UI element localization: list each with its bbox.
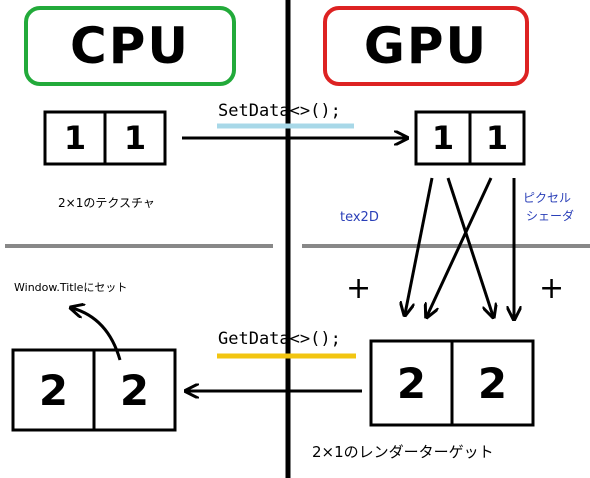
cpu-texture-box xyxy=(43,110,167,166)
gpu-texture-box xyxy=(414,110,526,166)
gpu-header: GPU xyxy=(323,6,529,86)
plus-left: + xyxy=(346,271,372,306)
render-target-box xyxy=(369,339,535,427)
window-title-arrow xyxy=(72,308,122,361)
cpu-header: CPU xyxy=(24,6,236,86)
pixel-shader-label-line-1: ピクセル xyxy=(523,191,572,205)
plus-right: + xyxy=(539,271,565,306)
gpu-header-label: GPU xyxy=(363,17,489,75)
render-target-cell-2: 2 xyxy=(477,358,508,408)
cpu-texture-cell-2: 1 xyxy=(123,119,147,157)
cpu-result-cell-2: 2 xyxy=(119,365,150,415)
sample-arrow-2 xyxy=(446,177,493,316)
set-data-label: SetData<>(); xyxy=(218,101,341,121)
gpu-texture-cell-2: 1 xyxy=(485,119,509,157)
sample-arrow-1 xyxy=(405,177,434,314)
cpu-texture-cell-1: 1 xyxy=(63,119,87,157)
cpu-result-cell-1: 2 xyxy=(38,365,69,415)
window-title-caption: Window.Titleにセット xyxy=(14,281,128,294)
cpu-header-label: CPU xyxy=(70,17,190,75)
sample-arrow-3 xyxy=(427,177,493,316)
get-data-label: GetData<>(); xyxy=(218,329,341,349)
pixel-shader-label-line-2: シェーダ xyxy=(526,209,575,223)
render-target-cell-1: 2 xyxy=(396,358,427,408)
render-target-caption: 2×1のレンダーターゲット xyxy=(312,443,494,461)
cpu-texture-caption: 2×1のテクスチャ xyxy=(58,196,155,210)
tex2d-label: tex2D xyxy=(340,210,379,225)
cpu-result-box xyxy=(11,348,177,432)
gpu-texture-cell-1: 1 xyxy=(431,119,455,157)
